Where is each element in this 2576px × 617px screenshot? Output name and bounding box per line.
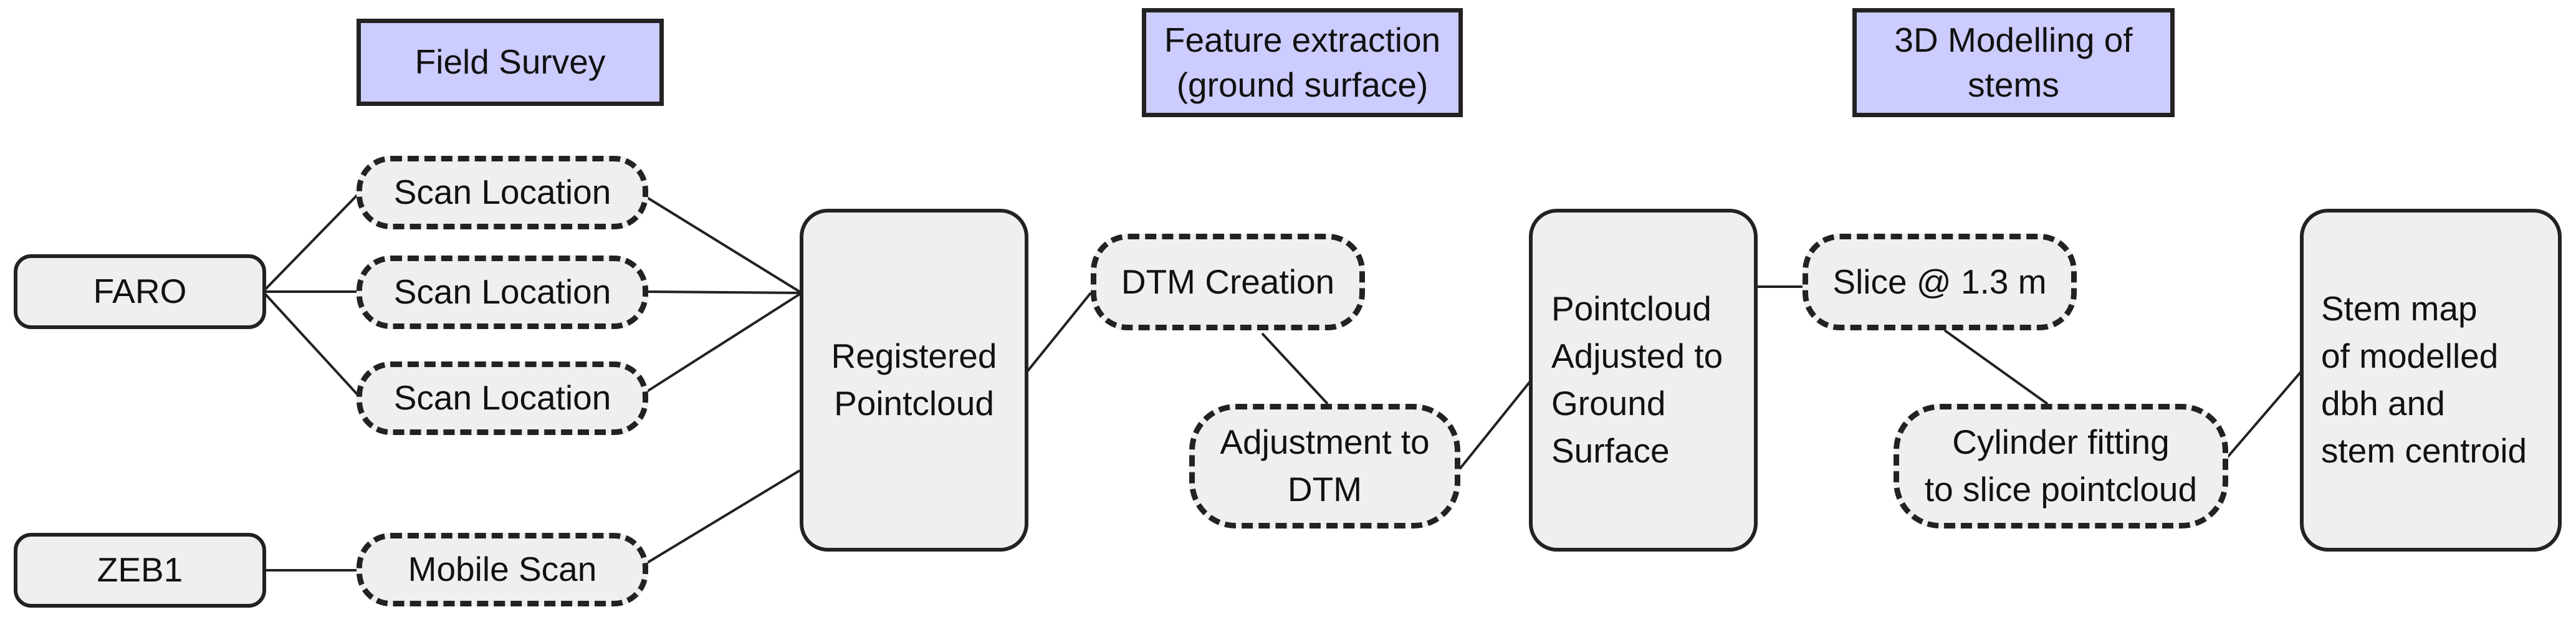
node-registered-pointcloud-line-1: Registered xyxy=(831,337,997,376)
node-stem-map-line-4: stem centroid xyxy=(2321,431,2527,470)
node-pointcloud-adjusted-line-2: Adjusted to xyxy=(1551,337,1723,376)
connector-adjustment-pointcloud xyxy=(1457,380,1531,472)
node-mobile-scan-label: Mobile Scan xyxy=(408,550,597,589)
node-pointcloud-adjusted: Pointcloud Adjusted to Ground Surface xyxy=(1529,209,1758,552)
node-adjustment-to-dtm: Adjustment to DTM xyxy=(1189,404,1460,529)
node-zeb1-label: ZEB1 xyxy=(97,550,183,590)
node-faro-label: FARO xyxy=(93,272,187,311)
node-scan-location-2-label: Scan Location xyxy=(393,272,611,312)
header-field-survey-label: Field Survey xyxy=(414,42,606,82)
header-feature-extraction: Feature extraction (ground surface) xyxy=(1142,8,1463,117)
node-scan-location-3-label: Scan Location xyxy=(393,378,611,418)
header-3d-modelling-line-2: stems xyxy=(1968,65,2059,104)
header-feature-extraction-line-1: Feature extraction xyxy=(1164,21,1441,59)
node-pointcloud-adjusted-line-4: Surface xyxy=(1551,431,1670,470)
connector-scan-1-registered xyxy=(644,195,801,293)
node-registered-pointcloud-line-2: Pointcloud xyxy=(834,384,994,423)
node-cylinder-fitting: Cylinder fitting to slice pointcloud xyxy=(1894,404,2228,529)
connector-scan-2-registered xyxy=(644,290,800,294)
node-stem-map-line-3: dbh and xyxy=(2321,384,2445,423)
node-scan-location-1: Scan Location xyxy=(357,156,648,229)
node-stem-map-line-2: of modelled xyxy=(2321,337,2499,376)
node-pointcloud-adjusted-line-1: Pointcloud xyxy=(1551,289,1712,328)
node-scan-location-3: Scan Location xyxy=(357,361,648,435)
node-mobile-scan: Mobile Scan xyxy=(357,533,648,606)
node-scan-location-1-label: Scan Location xyxy=(393,173,611,212)
node-zeb1: ZEB1 xyxy=(14,533,266,608)
node-cylinder-fitting-line-1: Cylinder fitting xyxy=(1952,423,2170,462)
connector-faro-scan-1 xyxy=(262,191,362,293)
header-field-survey: Field Survey xyxy=(357,19,664,106)
node-cylinder-fitting-line-2: to slice pointcloud xyxy=(1924,470,2198,509)
connector-scan-3-registered xyxy=(644,293,801,394)
header-feature-extraction-line-2: (ground surface) xyxy=(1176,65,1429,104)
node-stem-map-line-1: Stem map xyxy=(2321,289,2478,328)
connector-slice-cylinder xyxy=(1943,329,2049,405)
node-adjustment-to-dtm-line-2: DTM xyxy=(1287,470,1362,509)
connector-cylinder-stemmap xyxy=(2224,370,2303,461)
connector-faro-scan-3 xyxy=(262,290,362,399)
header-3d-modelling: 3D Modelling of stems xyxy=(1852,8,2175,117)
node-slice-label: Slice @ 1.3 m xyxy=(1832,262,2047,301)
connector-mobile-registered xyxy=(644,469,801,565)
node-adjustment-to-dtm-line-1: Adjustment to xyxy=(1220,423,1430,462)
header-3d-modelling-line-1: 3D Modelling of xyxy=(1894,21,2133,59)
node-scan-location-2: Scan Location xyxy=(357,256,648,329)
node-faro: FARO xyxy=(14,254,266,329)
node-slice: Slice @ 1.3 m xyxy=(1803,234,2077,330)
node-dtm-creation: DTM Creation xyxy=(1091,234,1365,330)
connector-dtm-adjustment xyxy=(1261,332,1329,405)
connector-registered-dtm xyxy=(1024,292,1092,375)
node-registered-pointcloud: Registered Pointcloud xyxy=(800,209,1028,552)
node-dtm-creation-label: DTM Creation xyxy=(1121,262,1335,301)
node-stem-map: Stem map of modelled dbh and stem centro… xyxy=(2300,209,2562,552)
node-pointcloud-adjusted-line-3: Ground xyxy=(1551,384,1666,423)
